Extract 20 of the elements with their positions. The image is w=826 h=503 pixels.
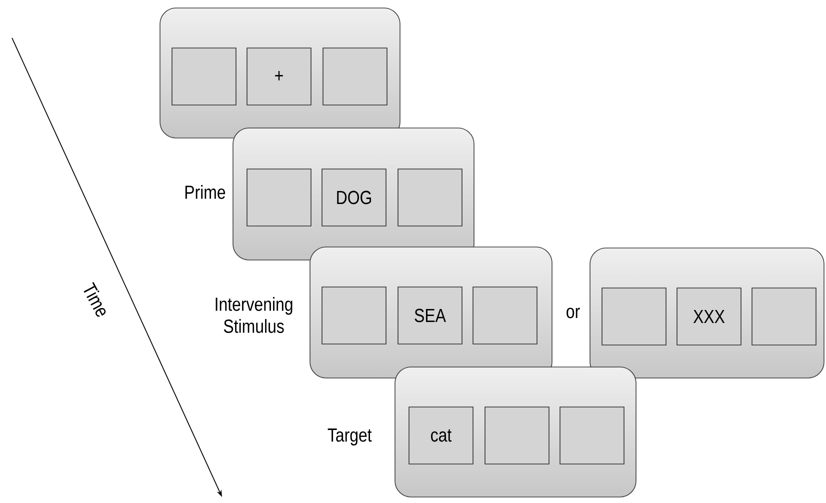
stimulus-box: +	[246, 48, 312, 106]
stimulus-box	[472, 286, 538, 344]
stimulus-box: cat	[408, 406, 474, 464]
condition-label: Intervening Stimulus	[216, 297, 292, 333]
stimulus-box	[602, 288, 666, 346]
condition-label: Prime	[185, 185, 226, 199]
stimulus-box	[172, 48, 236, 106]
stimulus-box	[398, 168, 462, 226]
stimulus-box	[560, 406, 624, 464]
axis-label: Time	[84, 282, 106, 317]
condition-label: Target	[328, 428, 372, 446]
connector-word: or	[566, 308, 580, 318]
stimulus-box	[752, 288, 816, 346]
stimulus-box	[246, 168, 312, 226]
stimulus-box: XXX	[676, 288, 742, 346]
stimulus-box: DOG	[322, 168, 386, 226]
stimulus-box	[322, 286, 386, 344]
stimulus-box: SEA	[398, 286, 462, 344]
stimulus-box	[484, 406, 550, 464]
stimulus-box	[322, 48, 388, 106]
